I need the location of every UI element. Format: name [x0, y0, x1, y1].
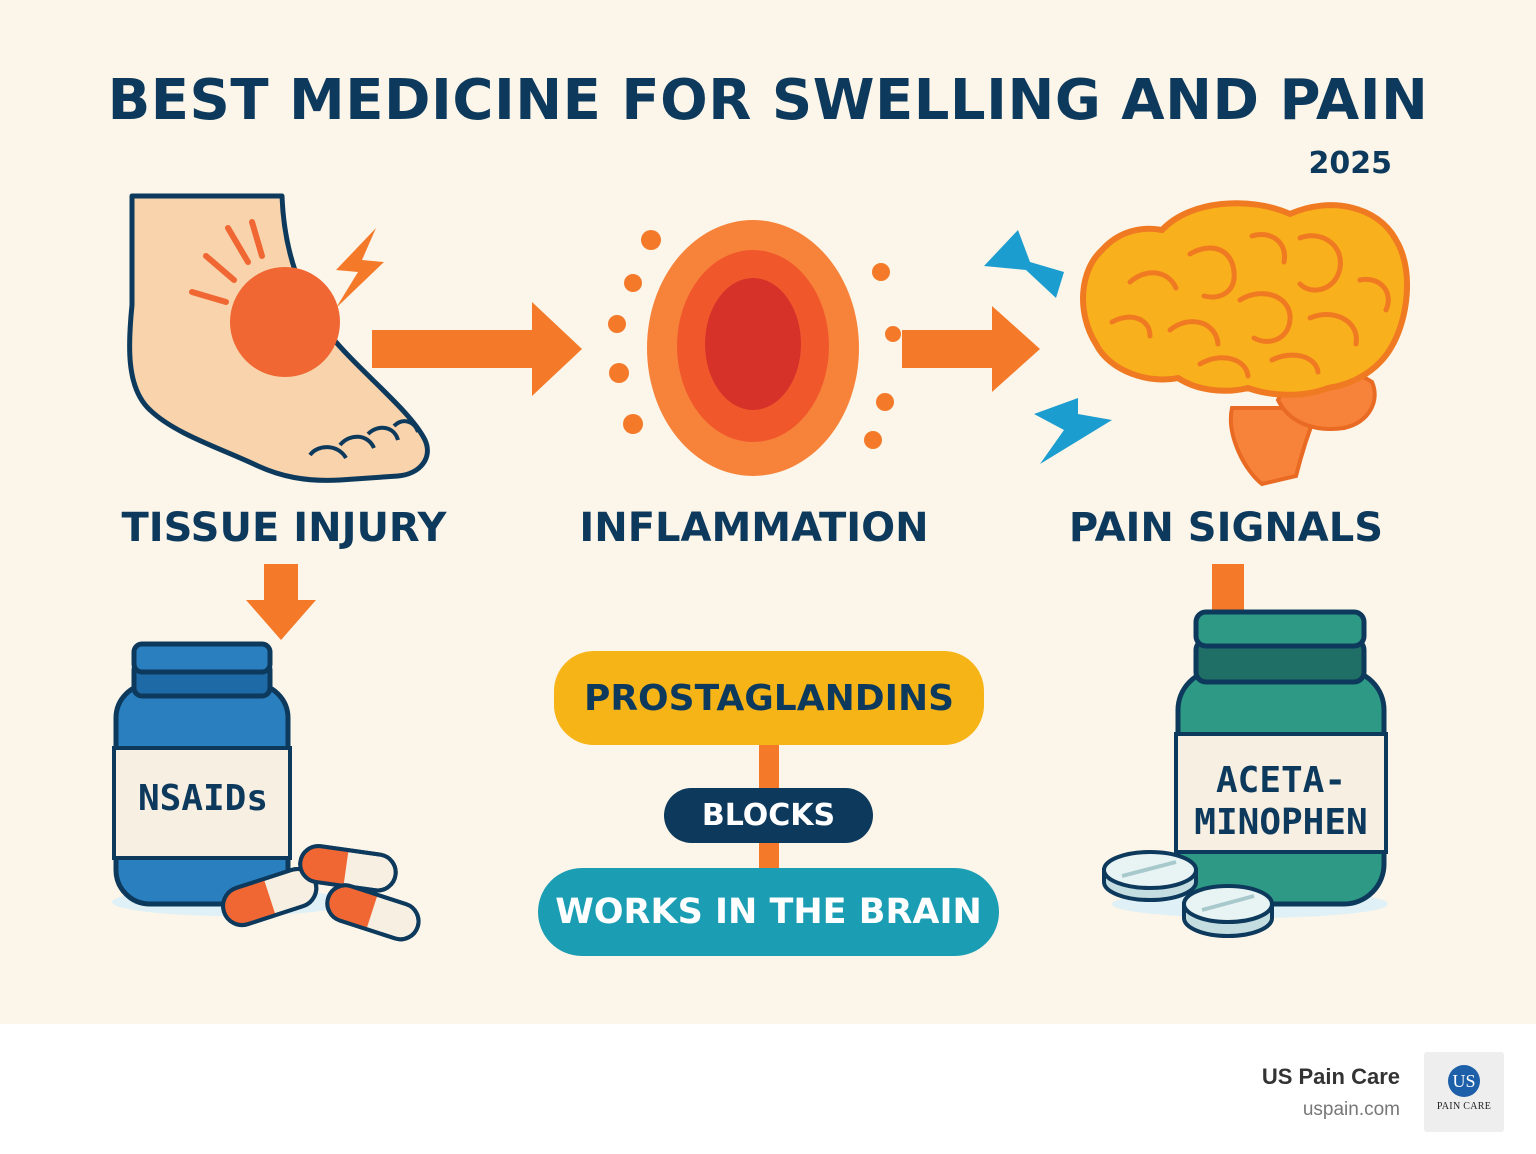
lightning-icon — [1034, 398, 1112, 464]
brand-url-link[interactable]: uspain.com — [1302, 1099, 1400, 1120]
pill-bottle-icon — [112, 641, 348, 916]
brand-name[interactable]: US Pain Care — [1261, 1064, 1400, 1089]
page-title: BEST MEDICINE FOR SWELLING AND PAIN — [107, 68, 1429, 133]
blocks-box: BLOCKS — [664, 788, 873, 843]
inflamed-cell-icon — [647, 220, 859, 476]
brain-icon — [1080, 200, 1410, 487]
stage-label-tissue-injury: TISSUE INJURY — [121, 505, 447, 551]
works-in-brain-box: WORKS IN THE BRAIN — [538, 868, 999, 956]
pill-bottle-icon — [1112, 609, 1388, 918]
connector-line — [759, 745, 779, 788]
arrow-icon — [246, 564, 316, 640]
stage-label-inflammation: INFLAMMATION — [579, 505, 929, 551]
pain-rays — [189, 219, 265, 305]
acetaminophen-label-line1: ACETA- — [1215, 760, 1347, 801]
arrow-icon — [372, 302, 582, 396]
arrow-icon — [902, 306, 1040, 392]
prostaglandins-box: PROSTAGLANDINS — [554, 651, 984, 745]
nsaids-bottle-label: NSAIDs — [137, 778, 269, 819]
brand-logo[interactable]: US PAIN CARE — [1424, 1052, 1504, 1132]
capsule-icon — [221, 844, 421, 942]
inflammation-dots — [608, 230, 901, 449]
stage-label-pain-signals: PAIN SIGNALS — [1068, 505, 1384, 551]
tablet-icon — [1102, 850, 1198, 902]
year-label: 2025 — [1308, 146, 1393, 181]
tablet-icon — [1182, 884, 1274, 938]
illustration-layer — [112, 193, 1410, 942]
footer: US Pain Care uspain.com US PAIN CARE — [0, 1024, 1536, 1154]
logo-caption: PAIN CARE — [1436, 1101, 1492, 1112]
logo-monogram: US — [1448, 1065, 1480, 1097]
acetaminophen-label-line2: MINOPHEN — [1194, 802, 1368, 843]
lightning-icon — [984, 230, 1064, 298]
connector-line — [759, 843, 779, 868]
swelling-spot — [230, 267, 340, 377]
lightning-icon — [336, 228, 384, 308]
connector-line — [1212, 564, 1244, 612]
